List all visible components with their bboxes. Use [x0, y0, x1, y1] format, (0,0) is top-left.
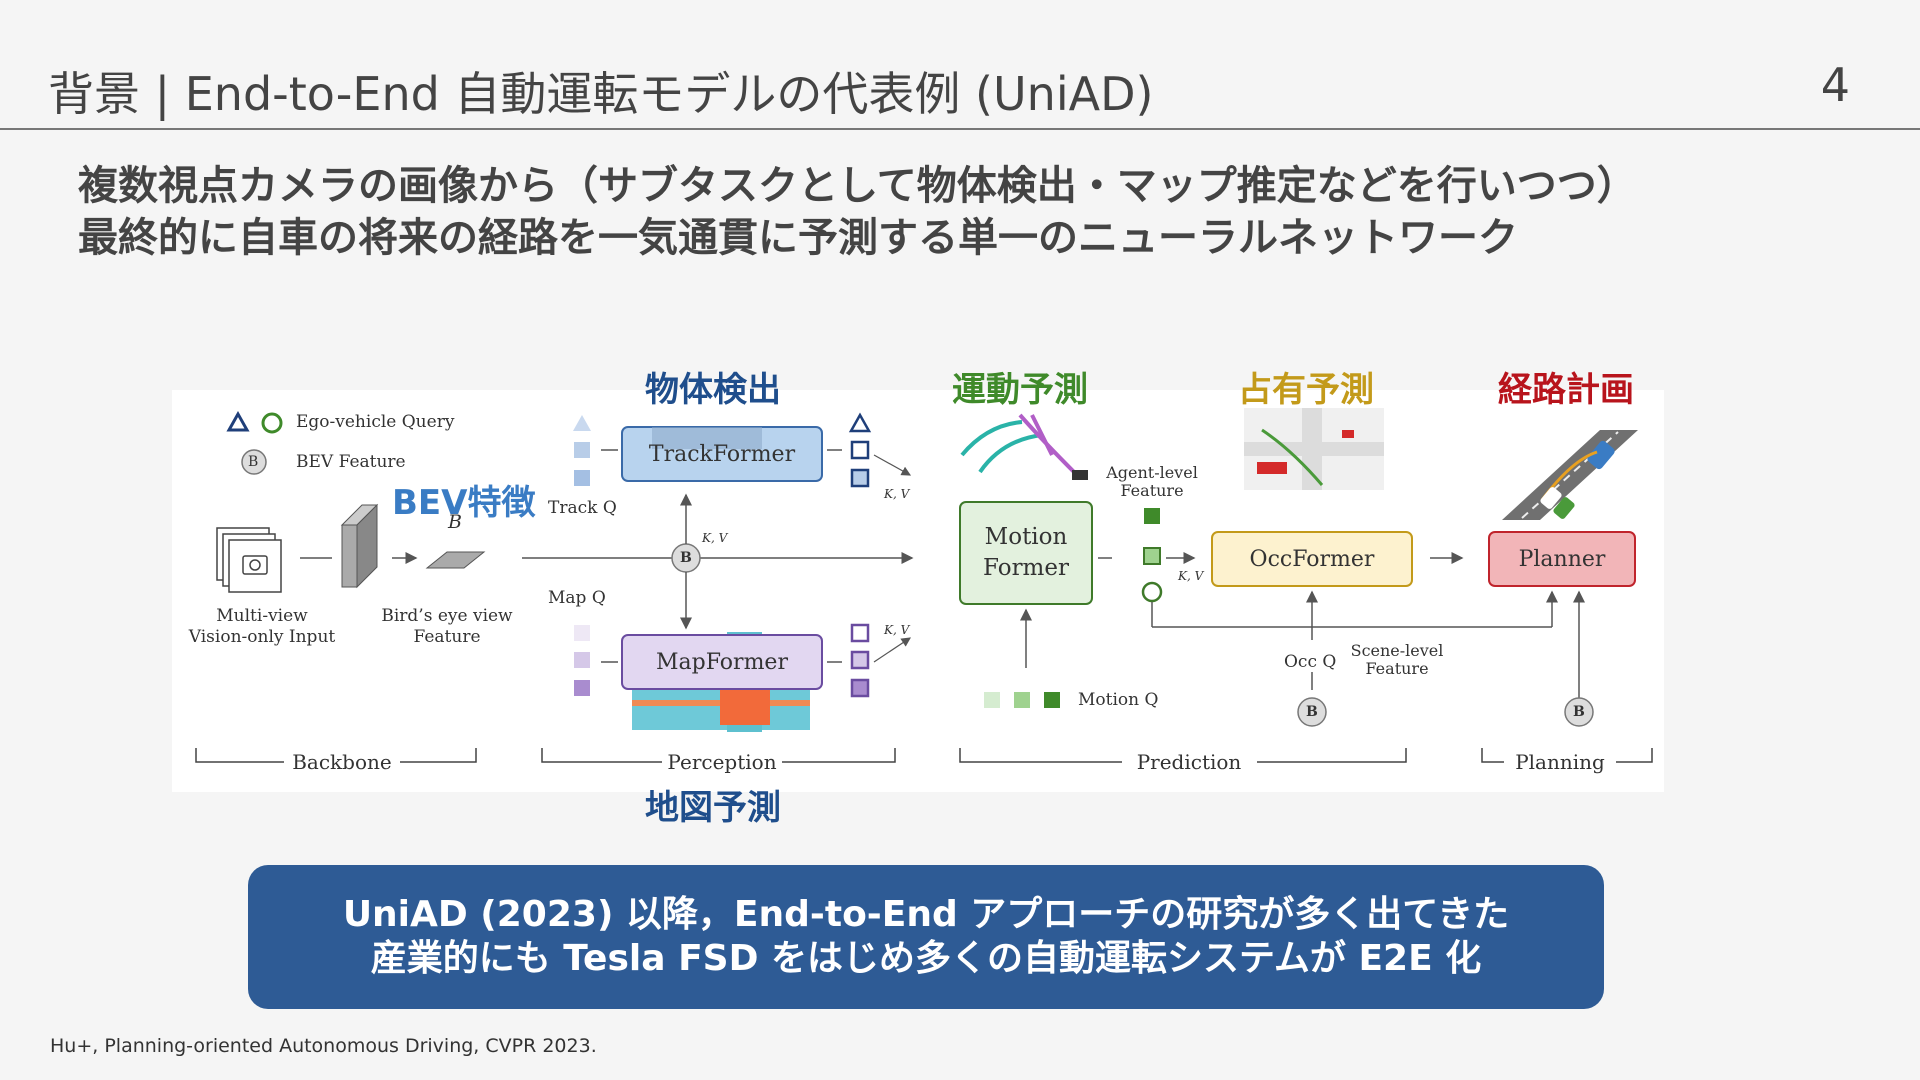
kv-label-bev: K, V — [702, 531, 728, 545]
agent-feature-square-icon — [1143, 547, 1161, 565]
bev-symbol-label: B — [448, 511, 462, 533]
diagram-graphics — [195, 408, 1653, 763]
stage-brackets — [195, 748, 1653, 763]
bev-feature-legend-icon — [241, 449, 267, 475]
map-prediction-annotation: 地図予測 — [645, 788, 781, 828]
ego-query-triangle-icon — [226, 410, 250, 432]
motion-query-square-icon — [1014, 692, 1030, 708]
motion-former-label-line-2: Former — [983, 555, 1069, 581]
stage-prediction-label: Prediction — [1136, 750, 1242, 774]
scene-feature-label-line-1: Scene-level — [1350, 641, 1444, 660]
motion-query-square-icon — [984, 692, 1000, 708]
page-number: 4 — [1820, 58, 1850, 112]
map-output-square-icon — [850, 650, 870, 670]
motion-q-label: Motion Q — [1078, 690, 1159, 710]
agent-ego-circle-icon — [1141, 581, 1163, 603]
stage-planning-label: Planning — [1515, 750, 1605, 774]
motion-query-square-icon — [1044, 692, 1060, 708]
trackformer-road-thumbnail — [652, 427, 762, 449]
track-query-triangle-icon — [573, 415, 591, 431]
mapformer-box — [621, 634, 823, 690]
legend-bev-b-label: B — [248, 454, 259, 470]
scene-feature-label-line-2: Feature — [1365, 659, 1429, 678]
track-output-square-icon — [850, 468, 870, 488]
kv-label-agent: K, V — [1178, 569, 1204, 583]
legend-bev-feature-label: BEV Feature — [296, 452, 406, 472]
track-output-triangle-icon — [848, 412, 872, 433]
bev-feature-label-line-1: Bird’s eye view — [381, 606, 513, 626]
occ-bev-node-icon — [1297, 697, 1327, 727]
agent-feature-label-line-1: Agent-level — [1106, 463, 1198, 482]
map-query-square-icon — [574, 625, 590, 641]
subtitle: 複数視点カメラの画像から（サブタスクとして物体検出・マップ推定などを行いつつ） … — [78, 160, 1637, 264]
agent-feature-square-icon — [1144, 508, 1160, 524]
track-query-square-icon — [574, 442, 590, 458]
motion-former-label-line-1: Motion — [984, 524, 1068, 550]
map-q-label: Map Q — [548, 588, 606, 608]
map-output-square-icon — [850, 623, 870, 643]
uniad-architecture-diagram: Ego-vehicle Query B BEV Feature Multi-vi… — [172, 390, 1664, 792]
kv-label-track: K, V — [884, 487, 910, 501]
camera-stack-icon — [216, 527, 282, 593]
trackformer-label: TrackFormer — [648, 441, 796, 467]
kv-label-map: K, V — [884, 623, 910, 637]
bev-plane-icon — [425, 551, 486, 569]
occupancy-prediction-annotation: 占有予測 — [1238, 370, 1374, 410]
title-divider — [0, 128, 1920, 130]
occ-q-label: Occ Q — [1284, 652, 1337, 672]
track-query-square-icon — [574, 470, 590, 486]
motion-former-label: Motion Former — [960, 502, 1092, 604]
mapformer-label: MapFormer — [656, 649, 788, 675]
motion-former-box — [959, 501, 1093, 605]
backbone-network-icon — [340, 503, 379, 589]
ego-query-circle-icon — [261, 412, 283, 434]
map-output-square-icon — [850, 678, 870, 698]
track-output-square-icon — [850, 440, 870, 460]
planner-bev-node-icon — [1564, 697, 1594, 727]
motion-prediction-annotation: 運動予測 — [952, 370, 1088, 410]
subtitle-line-2: 最終的に自車の将来の経路を一気通貫に予測する単一のニューラルネットワーク — [78, 215, 1518, 261]
route-planning-annotation: 経路計画 — [1498, 370, 1634, 410]
planning-road-thumbnail — [1502, 430, 1638, 520]
bev-feature-label-line-2: Feature — [413, 627, 481, 647]
subtitle-line-1: 複数視点カメラの画像から（サブタスクとして物体検出・マップ推定などを行いつつ） — [78, 163, 1637, 209]
stage-perception-label: Perception — [667, 750, 777, 774]
input-label: Multi-view Vision-only Input — [182, 606, 342, 648]
summary-banner-line-1: UniAD (2023) 以降，End-to-End アプローチの研究が多く出て… — [342, 894, 1510, 935]
planner-box — [1488, 531, 1636, 587]
bev-feature-annotation: BEV特徴 — [392, 483, 536, 523]
bev-feature-label: Bird’s eye view Feature — [372, 606, 522, 648]
input-label-line-2: Vision-only Input — [188, 627, 336, 647]
occformer-box — [1211, 531, 1413, 587]
planner-label: Planner — [1518, 546, 1606, 572]
input-label-line-1: Multi-view — [216, 606, 308, 626]
citation: Hu+, Planning-oriented Autonomous Drivin… — [50, 1035, 597, 1057]
slide-title: 背景 | End-to-End 自動運転モデルの代表例 (UniAD) — [48, 67, 1154, 121]
object-detection-annotation: 物体検出 — [645, 370, 781, 410]
map-query-square-icon — [574, 652, 590, 668]
map-query-square-icon — [574, 680, 590, 696]
occformer-label: OccFormer — [1249, 546, 1375, 572]
occ-bev-node-b-label: B — [1306, 704, 1318, 720]
occupancy-prediction-thumbnail — [1244, 408, 1384, 490]
agent-feature-label: Agent-level Feature — [1102, 464, 1202, 500]
scene-feature-label: Scene-level Feature — [1342, 642, 1452, 678]
legend-ego-query-label: Ego-vehicle Query — [296, 412, 455, 432]
bev-node-b-label: B — [680, 550, 692, 566]
motion-trajectory-thumbnail — [960, 413, 1088, 480]
planner-bev-node-b-label: B — [1573, 704, 1585, 720]
stage-backbone-label: Backbone — [292, 750, 392, 774]
summary-banner: UniAD (2023) 以降，End-to-End アプローチの研究が多く出て… — [248, 865, 1604, 1009]
agent-feature-label-line-2: Feature — [1120, 481, 1184, 500]
track-q-label: Track Q — [548, 498, 617, 518]
summary-banner-line-2: 産業的にも Tesla FSD をはじめ多くの自動運転システムが E2E 化 — [370, 938, 1482, 979]
